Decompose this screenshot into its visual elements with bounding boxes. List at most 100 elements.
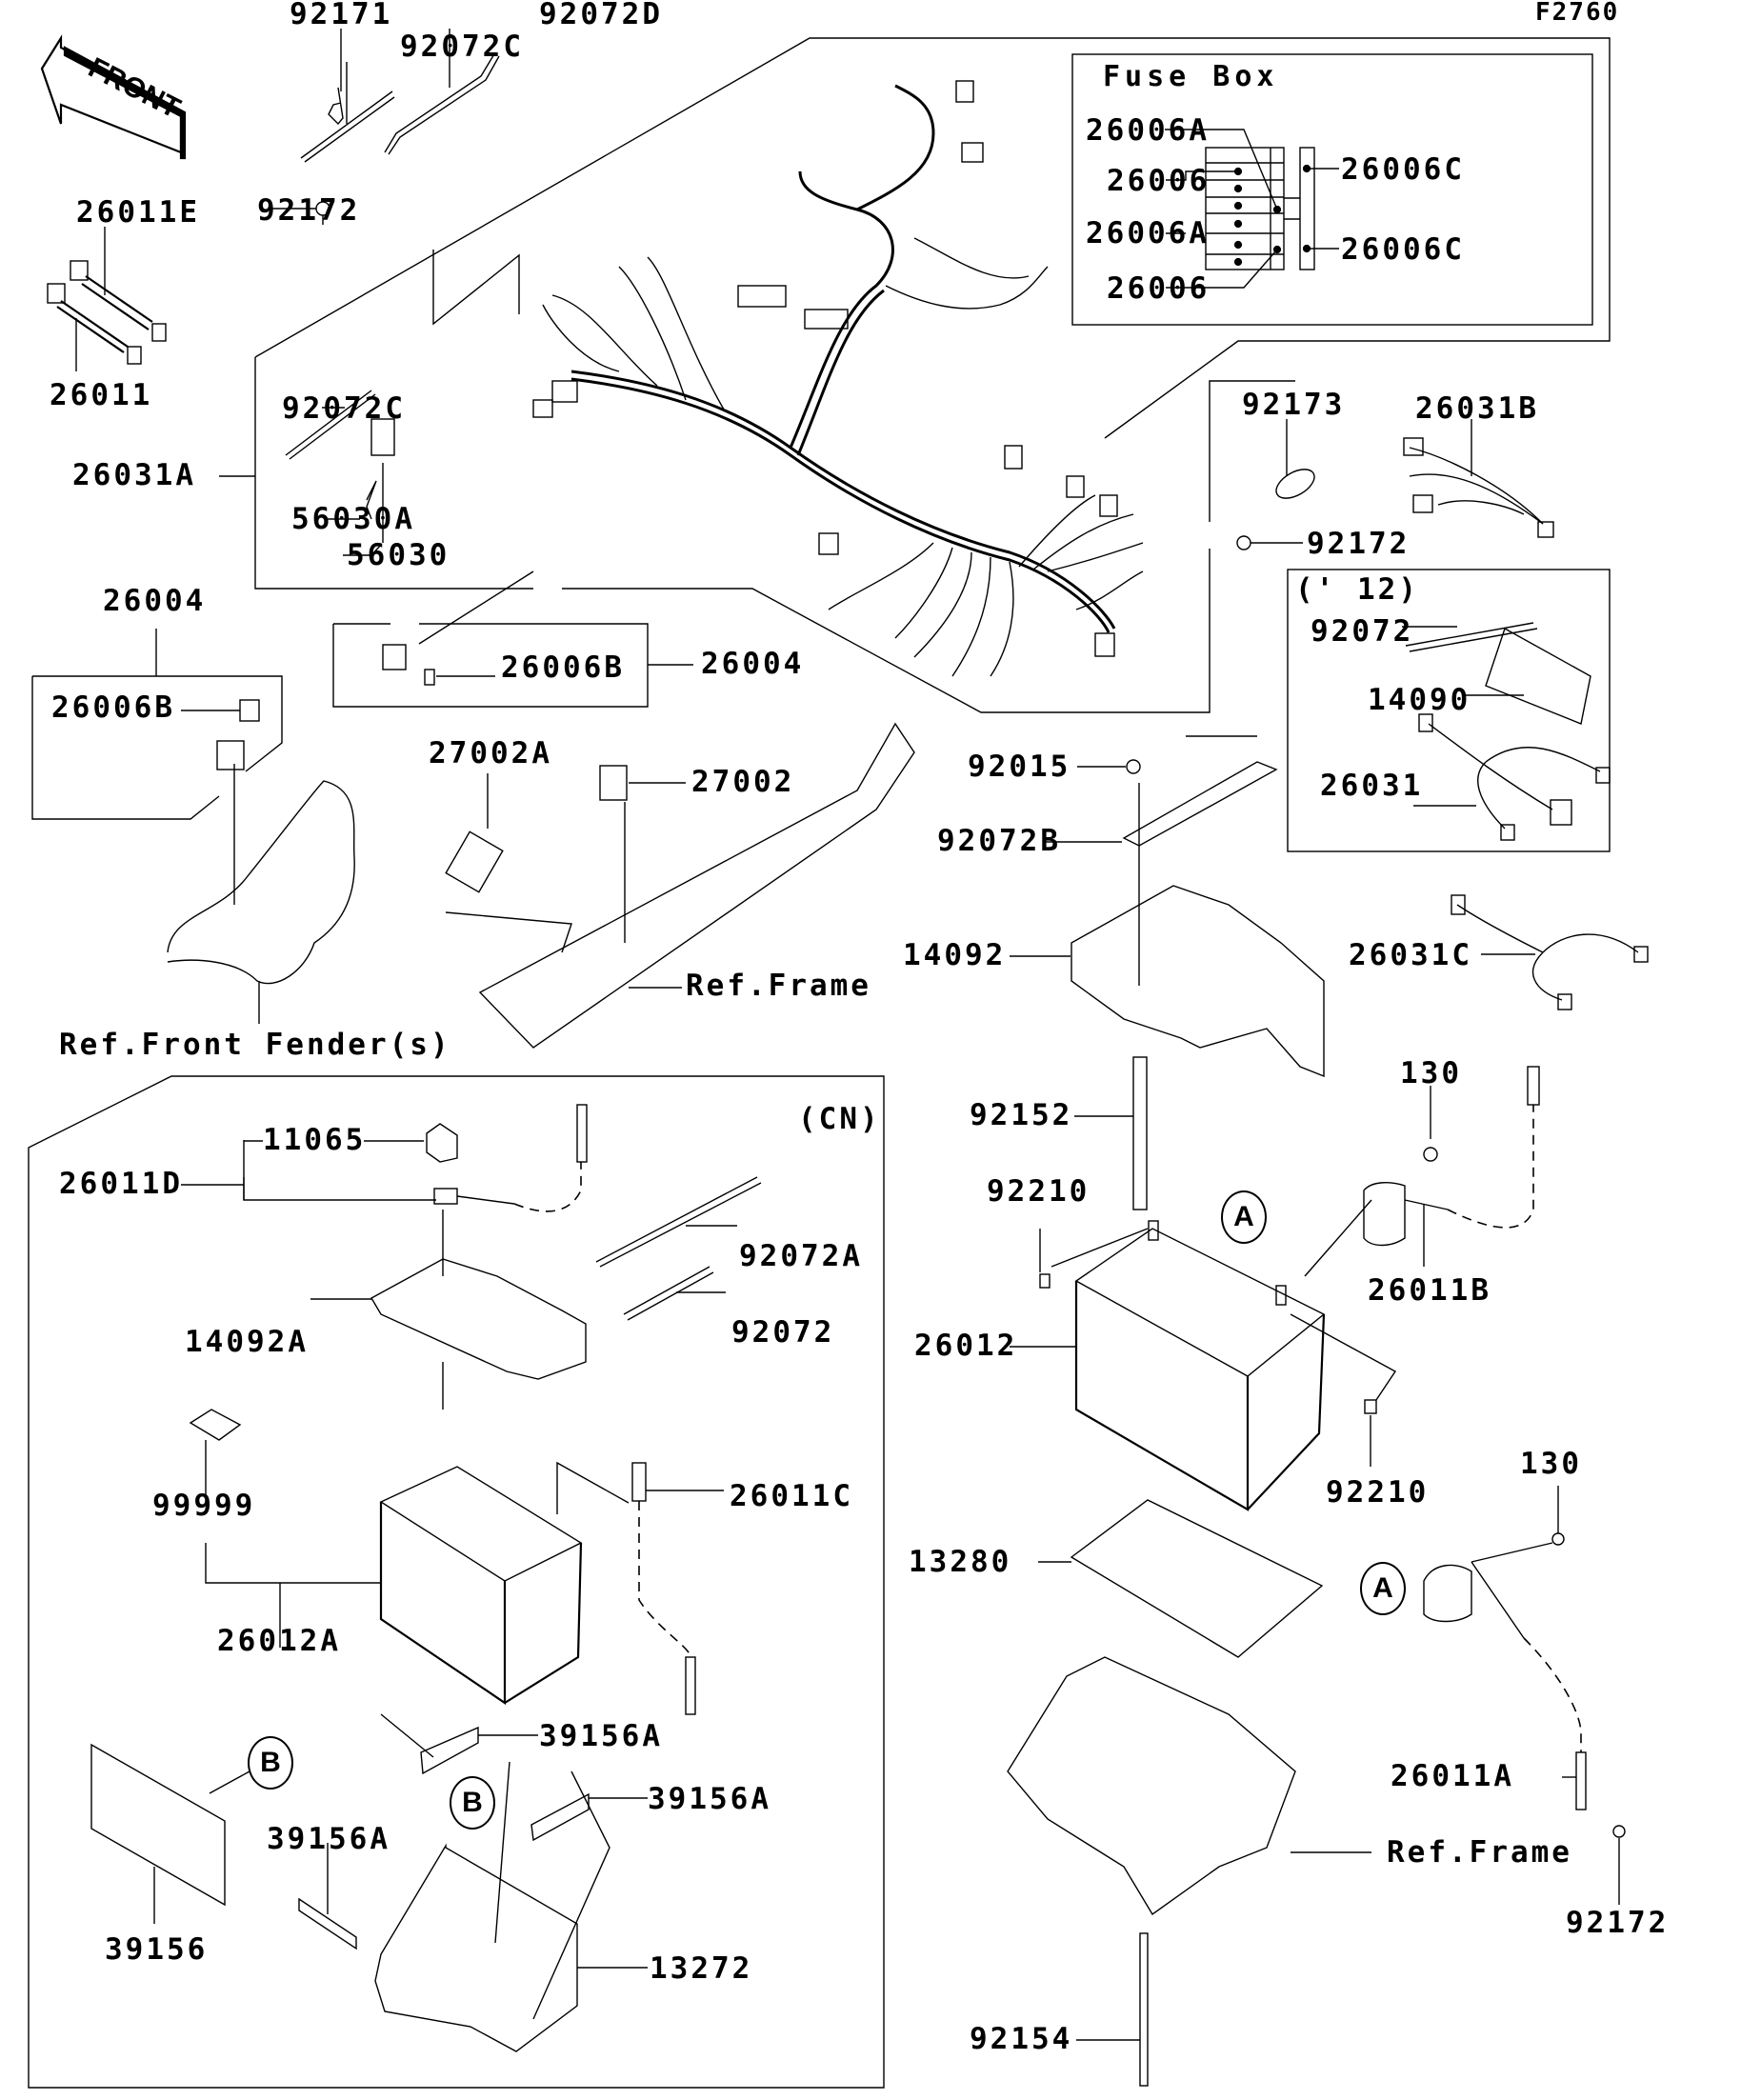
battery-tray-13280-icon xyxy=(1070,1499,1324,1658)
part-label-92171[interactable]: 92171 xyxy=(290,0,393,31)
cn-label-92072[interactable]: 92072 xyxy=(731,1315,835,1350)
year-12-inset xyxy=(1287,569,1611,852)
cn-inset xyxy=(28,1075,885,2089)
fuse-label-26006c-top[interactable]: 26006C xyxy=(1341,152,1465,187)
cn-label-39156a-1[interactable]: 39156A xyxy=(539,1719,663,1753)
part-label-92172-bottom[interactable]: 92172 xyxy=(1566,1906,1670,1940)
part-label-56030a[interactable]: 56030A xyxy=(291,502,415,536)
part-label-92072c-mid[interactable]: 92072C xyxy=(282,391,406,426)
cn-label-39156a-3[interactable]: 39156A xyxy=(267,1822,390,1856)
front-arrow-icon: FRONT xyxy=(40,34,187,160)
part-label-26006b-box[interactable]: 26006B xyxy=(501,650,625,685)
part-label-92172-right[interactable]: 92172 xyxy=(1307,527,1411,561)
screw-92172-right-icon xyxy=(1236,535,1251,550)
battery-holder-14092-icon xyxy=(1071,885,1325,1078)
part-label-26006b-left[interactable]: 26006B xyxy=(51,690,175,725)
frame-ref-mid xyxy=(478,722,915,1049)
part-label-13280[interactable]: 13280 xyxy=(909,1545,1012,1579)
strip-39156a-3 xyxy=(298,1897,357,1950)
bracket-92072b-icon xyxy=(1122,761,1278,847)
fuse-label-26006-bot[interactable]: 26006 xyxy=(1107,271,1211,306)
harness-group-outline-2 xyxy=(562,549,1211,713)
main-wiring-harness xyxy=(532,80,1144,677)
fuse-label-26006c-bot[interactable]: 26006C xyxy=(1341,232,1465,267)
relay-27002a-icon xyxy=(445,830,504,893)
part-label-27002[interactable]: 27002 xyxy=(691,765,795,799)
year12-label-92072[interactable]: 92072 xyxy=(1311,614,1414,649)
part-label-92072d[interactable]: 92072D xyxy=(539,0,663,31)
clip-92171-icon xyxy=(328,87,344,126)
rod-92152-icon xyxy=(1132,1056,1148,1210)
fuse-box-title: Fuse Box xyxy=(1103,60,1279,93)
part-label-26004-left[interactable]: 26004 xyxy=(103,584,207,618)
cn-label-99999[interactable]: 99999 xyxy=(152,1489,256,1523)
cable-tie-92072a-icon xyxy=(595,1176,758,1263)
callout-b-mid: B xyxy=(450,1776,495,1830)
part-label-26012[interactable]: 26012 xyxy=(914,1329,1018,1363)
cn-label-26011c[interactable]: 26011C xyxy=(730,1479,853,1513)
cn-label-39156[interactable]: 39156 xyxy=(105,1932,209,1967)
part-label-92154[interactable]: 92154 xyxy=(970,2022,1073,2056)
tray-13272-icon xyxy=(374,1843,578,2052)
part-label-92015[interactable]: 92015 xyxy=(968,750,1071,784)
part-label-26011a[interactable]: 26011A xyxy=(1391,1759,1514,1793)
bag-99999-icon xyxy=(189,1409,242,1441)
part-label-26031c[interactable]: 26031C xyxy=(1349,938,1472,972)
part-label-14092[interactable]: 14092 xyxy=(903,938,1007,972)
part-label-92210-bot[interactable]: 92210 xyxy=(1326,1475,1430,1510)
battery-26012-icon xyxy=(1074,1220,1326,1511)
part-label-92210-top[interactable]: 92210 xyxy=(987,1174,1091,1209)
battery-26012a-icon xyxy=(379,1466,583,1706)
cable-tie-92072-12-icon xyxy=(1405,622,1534,647)
year12-label-14090[interactable]: 14090 xyxy=(1368,683,1471,717)
part-label-92072c-top[interactable]: 92072C xyxy=(400,30,524,64)
cn-label-26011d[interactable]: 26011D xyxy=(59,1167,183,1201)
part-label-26011[interactable]: 26011 xyxy=(50,378,153,412)
bolt-92154-icon xyxy=(1139,1932,1149,2087)
fuse-label-26006-top[interactable]: 26006 xyxy=(1107,164,1211,198)
part-label-26011e[interactable]: 26011E xyxy=(76,195,200,230)
part-label-130-top[interactable]: 130 xyxy=(1400,1056,1462,1090)
harness-group-outline xyxy=(254,357,533,590)
part-label-92172-top[interactable]: 92172 xyxy=(257,193,361,228)
ref-frame-bottom: Ref.Frame xyxy=(1387,1835,1572,1870)
part-label-92072b[interactable]: 92072B xyxy=(937,824,1061,858)
sub-harness-26031c-icon xyxy=(1451,894,1649,1010)
cn-label-11065[interactable]: 11065 xyxy=(263,1123,367,1157)
part-label-130-bot[interactable]: 130 xyxy=(1520,1447,1582,1481)
cn-label-39156a-2[interactable]: 39156A xyxy=(648,1782,771,1816)
part-label-92152[interactable]: 92152 xyxy=(970,1098,1073,1132)
fusebox-leader-outer xyxy=(254,37,1611,439)
cn-label-13272[interactable]: 13272 xyxy=(650,1951,753,1986)
cover-14090-icon xyxy=(1485,627,1591,725)
fuse-11065-icon xyxy=(426,1123,458,1163)
bolt-130-icon xyxy=(1423,1147,1438,1162)
year12-label-26031[interactable]: 26031 xyxy=(1320,769,1424,803)
cn-label-92072a[interactable]: 92072A xyxy=(739,1239,863,1273)
fuse-holder-icon xyxy=(382,644,407,670)
harness-group-outline-3 xyxy=(1209,380,1295,522)
part-label-26031a[interactable]: 26031A xyxy=(72,458,196,492)
cable-tie-92072d-icon xyxy=(384,51,496,153)
bolt-130-bot-icon xyxy=(1551,1532,1565,1546)
relay-27002-icon xyxy=(599,765,628,801)
sub-harness-26031-12-icon xyxy=(1418,713,1611,841)
part-label-27002a[interactable]: 27002A xyxy=(429,736,552,770)
terminal-26011c-icon xyxy=(631,1462,696,1715)
fuse-label-26006a-bot[interactable]: 26006A xyxy=(1086,216,1210,250)
fuse-leads-26011-icon xyxy=(47,260,167,365)
holder-14092a-icon xyxy=(370,1258,587,1380)
terminal-cover-26011a-icon xyxy=(1423,1564,1472,1623)
part-label-26004-box[interactable]: 26004 xyxy=(701,647,805,681)
part-label-92173[interactable]: 92173 xyxy=(1242,388,1346,422)
part-label-56030[interactable]: 56030 xyxy=(347,538,450,572)
clamp-92173-icon xyxy=(1275,469,1315,499)
cable-tie-92072c-mid-icon xyxy=(285,390,372,456)
part-label-26011b[interactable]: 26011B xyxy=(1368,1273,1491,1308)
part-label-26031b[interactable]: 26031B xyxy=(1415,391,1539,426)
year-12-title: (' 12) xyxy=(1295,572,1419,607)
fuse-label-26006a-top[interactable]: 26006A xyxy=(1086,113,1210,148)
cn-label-26012a[interactable]: 26012A xyxy=(217,1624,341,1658)
cn-label-14092a[interactable]: 14092A xyxy=(185,1325,309,1359)
